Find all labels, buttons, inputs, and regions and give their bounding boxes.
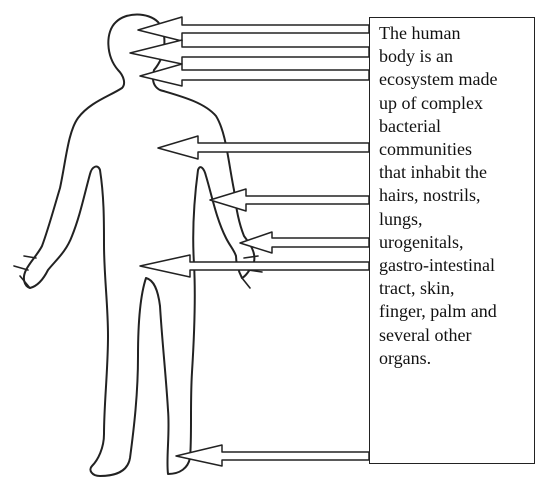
callout-line: finger, palm and — [379, 300, 530, 323]
callout-line: urogenitals, — [379, 231, 530, 254]
callout-line: communities — [379, 138, 530, 161]
callout-line: ecosystem made — [379, 68, 530, 91]
arrow-mouth — [140, 64, 369, 86]
callout-line: bacterial — [379, 115, 530, 138]
callout-line: hairs, nostrils, — [379, 184, 530, 207]
callout-line: The human — [379, 22, 530, 45]
callout-box: The human body is an ecosystem made up o… — [369, 17, 535, 464]
callout-line: tract, skin, — [379, 277, 530, 300]
callout-line: gastro-intestinal — [379, 254, 530, 277]
arrow-stomach — [210, 189, 369, 211]
right-hand-fingers — [242, 256, 262, 288]
callout-line: organs. — [379, 347, 530, 370]
callout-line: that inhabit the — [379, 161, 530, 184]
arrow-foot — [176, 445, 369, 466]
arrow-lungs — [158, 136, 369, 159]
callout-line: body is an — [379, 45, 530, 68]
callout-line: lungs, — [379, 208, 530, 231]
arrow-forehead — [130, 40, 369, 64]
human-body-outline — [24, 15, 254, 477]
arrow-hair — [138, 17, 369, 41]
callout-line: up of complex — [379, 92, 530, 115]
callout-line: several other — [379, 324, 530, 347]
arrow-hand — [240, 232, 369, 253]
